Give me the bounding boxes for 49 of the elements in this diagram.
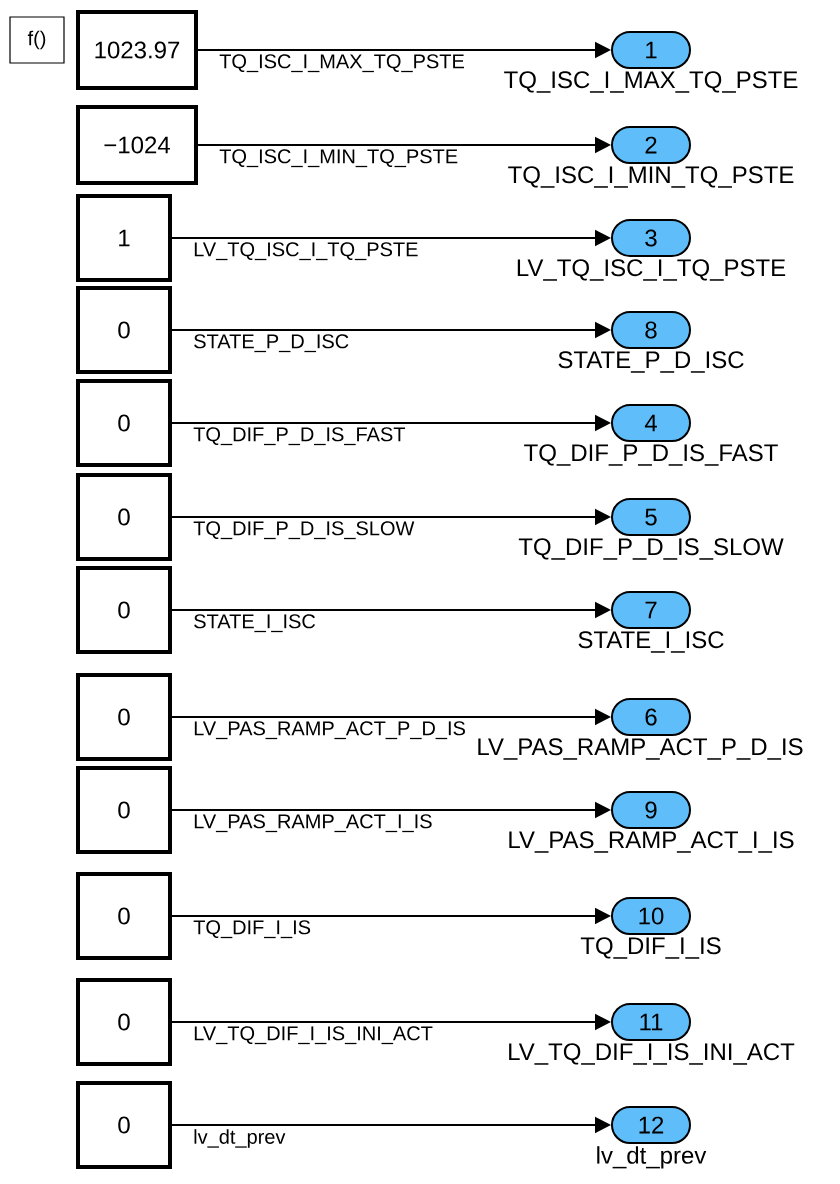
- signal-label: STATE_P_D_ISC: [192, 333, 351, 354]
- signal-label: TQ_ISC_I_MIN_TQ_PSTE: [218, 148, 460, 169]
- outport-block: 3: [611, 219, 691, 257]
- port-name: LV_TQ_DIF_I_IS_INI_ACT: [509, 1043, 795, 1065]
- constant-block: 0: [76, 673, 172, 761]
- constant-block: 0: [76, 473, 172, 561]
- outport-block: 12: [611, 1106, 691, 1144]
- function-block: f(): [9, 16, 65, 64]
- port-name: LV_TQ_ISC_I_TQ_PSTE: [517, 259, 786, 281]
- port-name: TQ_DIF_P_D_IS_SLOW: [518, 538, 784, 560]
- port-name: LV_PAS_RAMP_ACT_I_IS: [509, 831, 794, 853]
- constant-block: 0: [76, 286, 172, 374]
- port-name: TQ_ISC_I_MIN_TQ_PSTE: [508, 166, 794, 188]
- signal-label: TQ_ISC_I_MAX_TQ_PSTE: [218, 53, 466, 74]
- port-name: TQ_ISC_I_MAX_TQ_PSTE: [504, 71, 798, 93]
- signal-label: TQ_DIF_P_D_IS_FAST: [192, 426, 407, 447]
- constant-block: 0: [76, 766, 172, 854]
- port-name: TQ_DIF_P_D_IS_FAST: [524, 444, 778, 466]
- signal-label: LV_TQ_DIF_I_IS_INI_ACT: [192, 1025, 434, 1046]
- signal-label: LV_PAS_RAMP_ACT_I_IS: [192, 813, 434, 834]
- port-name: LV_PAS_RAMP_ACT_P_D_IS: [478, 738, 803, 760]
- constant-block: 0: [76, 566, 172, 654]
- outport-block: 10: [611, 897, 691, 935]
- constant-block: 0: [76, 872, 172, 960]
- outport-block: 1: [611, 31, 691, 69]
- constant-block: 1: [76, 194, 172, 282]
- constant-block: 0: [76, 1081, 172, 1169]
- port-name: lv_dt_prev: [597, 1146, 707, 1169]
- outport-block: 7: [611, 591, 691, 629]
- signal-label: lv_dt_prev: [192, 1128, 287, 1149]
- port-name: STATE_I_ISC: [578, 631, 724, 653]
- outport-block: 5: [611, 498, 691, 536]
- constant-block: 1023.97: [76, 10, 198, 90]
- port-name: TQ_DIF_I_IS: [580, 937, 721, 959]
- signal-label: LV_TQ_ISC_I_TQ_PSTE: [192, 241, 420, 262]
- signal-label: LV_PAS_RAMP_ACT_P_D_IS: [192, 720, 467, 741]
- outport-block: 4: [611, 404, 691, 442]
- outport-block: 11: [611, 1003, 691, 1041]
- constant-block: 0: [76, 978, 172, 1066]
- signal-label: TQ_DIF_P_D_IS_SLOW: [192, 520, 416, 541]
- signal-label: STATE_I_ISC: [192, 613, 317, 634]
- constant-block: 0: [76, 379, 172, 467]
- constant-block: −1024: [76, 105, 198, 185]
- port-name: STATE_P_D_ISC: [558, 351, 744, 373]
- outport-block: 8: [611, 311, 691, 349]
- outport-block: 9: [611, 791, 691, 829]
- outport-block: 2: [611, 126, 691, 164]
- outport-block: 6: [611, 698, 691, 736]
- signal-label: TQ_DIF_I_IS: [192, 919, 312, 940]
